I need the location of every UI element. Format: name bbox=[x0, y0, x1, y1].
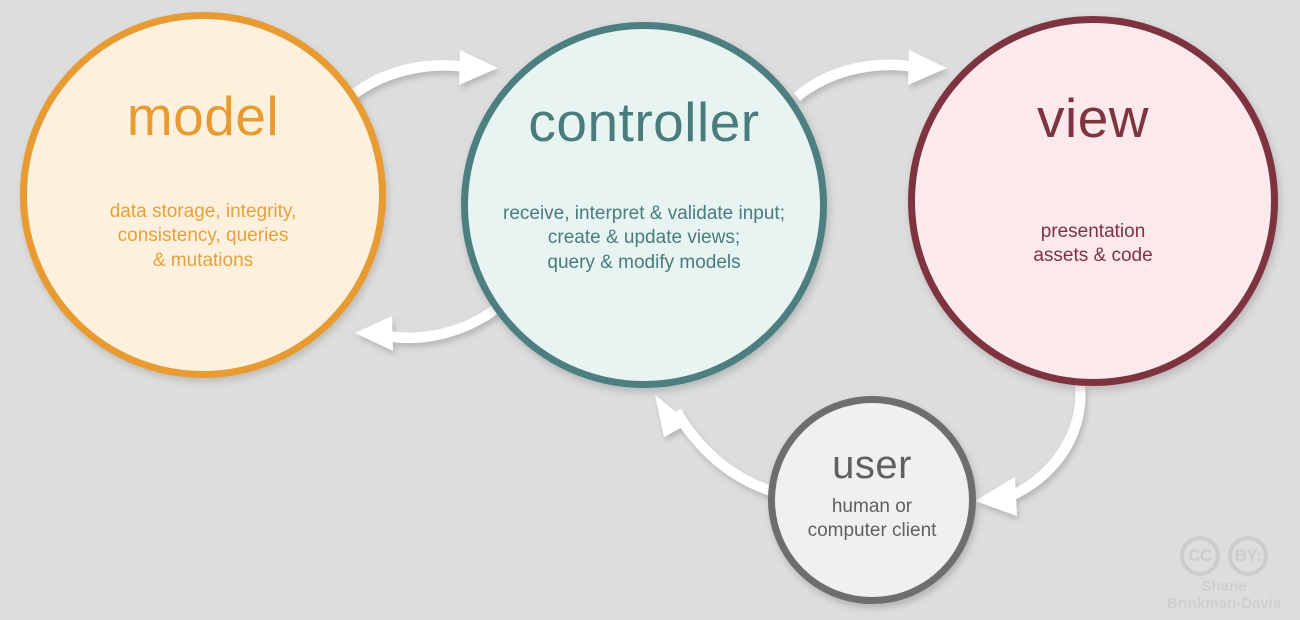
node-model-description: data storage, integrity, consistency, qu… bbox=[109, 201, 297, 271]
node-view[interactable]: view presentation assets & code bbox=[908, 16, 1278, 386]
node-model-title: model bbox=[126, 85, 280, 147]
node-view-title: view bbox=[1036, 87, 1150, 149]
creative-commons-icon: CC bbox=[1180, 535, 1220, 576]
author-name: Shane Brinkman-Davis bbox=[1166, 577, 1282, 612]
arrow-controller-to-view bbox=[794, 50, 947, 101]
attribution-by-icon: BY: bbox=[1228, 535, 1268, 576]
arrow-controller-to-model bbox=[355, 304, 500, 351]
node-controller-description: receive, interpret & validate input; cre… bbox=[503, 203, 785, 273]
arrow-view-to-user bbox=[975, 384, 1086, 516]
node-user[interactable]: user human or computer client bbox=[768, 396, 976, 604]
arrow-model-to-controller bbox=[345, 50, 498, 103]
node-controller[interactable]: controller receive, interpret & validate… bbox=[461, 22, 827, 388]
node-view-description: presentation assets & code bbox=[1033, 221, 1153, 267]
node-model[interactable]: model data storage, integrity, consisten… bbox=[20, 12, 386, 378]
node-user-title: user bbox=[832, 443, 912, 487]
creative-commons-badges: CC BY: bbox=[1180, 535, 1268, 576]
node-user-description: human or computer client bbox=[807, 496, 937, 542]
attribution-block: CC BY: Shane Brinkman-Davis bbox=[1156, 535, 1292, 613]
node-controller-title: controller bbox=[528, 91, 760, 153]
